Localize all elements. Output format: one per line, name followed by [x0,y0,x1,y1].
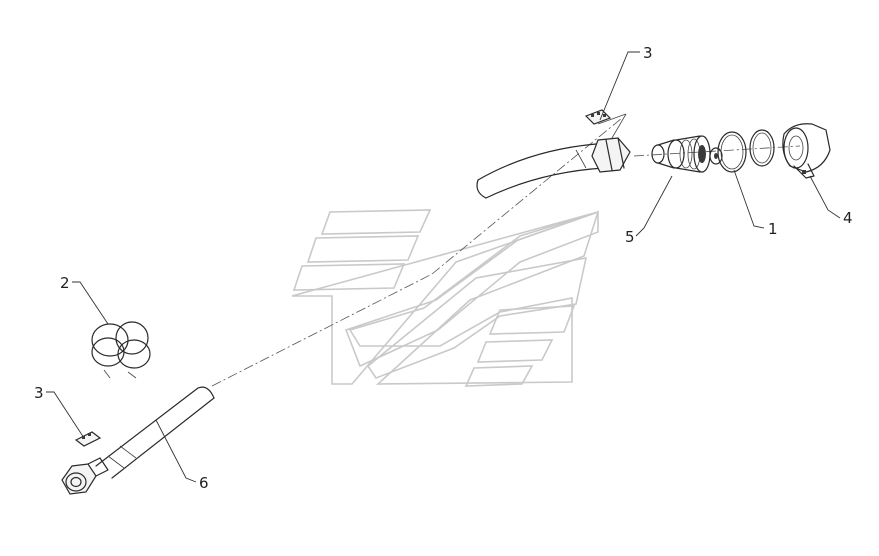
o-rings-part-2 [91,321,151,379]
callout-6: 6 [199,474,209,492]
leader-lines [46,51,841,483]
snap-rings-part-1 [717,129,775,173]
assembly-centerline [211,117,801,387]
curved-hose [476,137,631,199]
cap-part-4 [782,123,831,179]
callout-3-top: 3 [643,44,653,62]
clip-part-3-bottom [74,431,102,447]
clip-part-3-top [584,109,627,139]
watermark-logo [291,209,600,387]
callout-5: 5 [625,228,635,246]
callout-2: 2 [60,274,70,292]
callout-1: 1 [768,220,778,238]
callout-3-bottom: 3 [34,384,44,402]
straight-hose-part-6 [61,386,215,495]
callout-4: 4 [843,209,853,227]
coupling-part-5 [651,135,723,173]
